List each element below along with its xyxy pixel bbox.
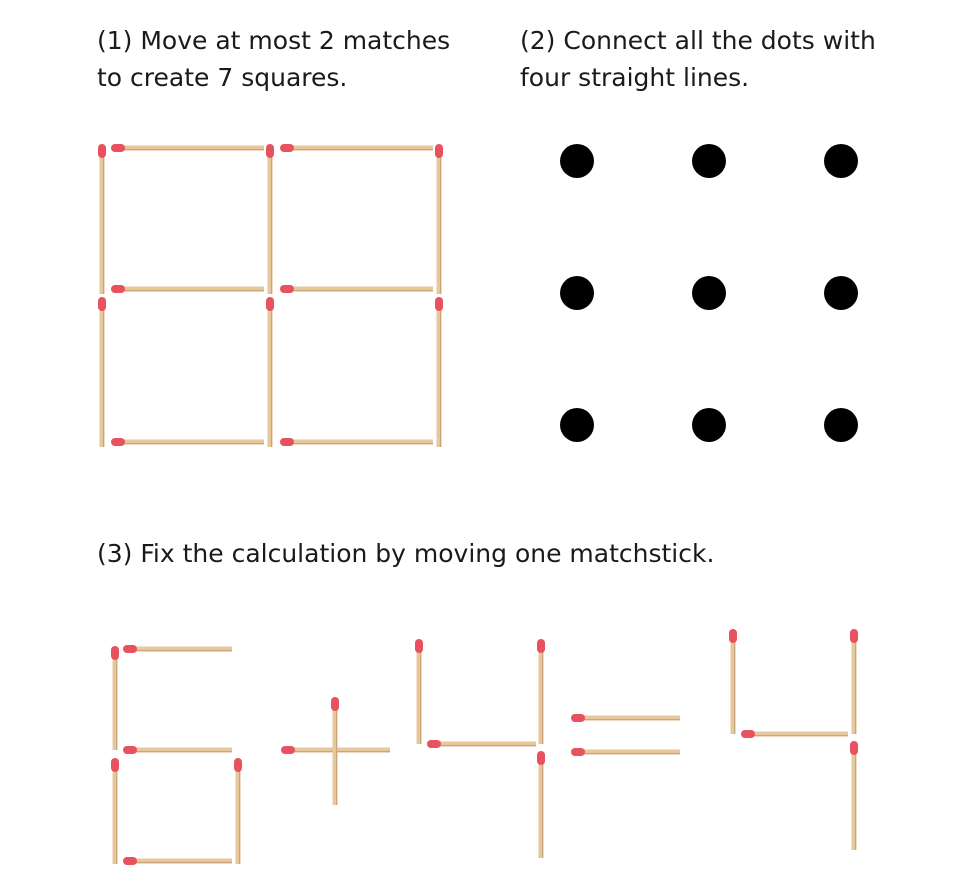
- matchstick-v-4: [98, 297, 106, 447]
- matchstick-equation: [111, 629, 858, 865]
- four-a-middle-stick: [427, 740, 536, 748]
- puzzle-3-line-1: (3) Fix the calculation by moving one ma…: [97, 539, 715, 568]
- six-top-stick: [123, 645, 232, 653]
- six-lower-right-stick: [234, 758, 242, 864]
- matchstick-h-1: [111, 144, 264, 152]
- four-b-left-stick: [729, 629, 737, 734]
- matchstick-v-3: [435, 144, 443, 294]
- dot-r2-c1: [560, 276, 594, 310]
- puzzle-3-instruction: (3) Fix the calculation by moving one ma…: [97, 535, 714, 572]
- matchstick-v-6: [435, 297, 443, 447]
- dot-r1-c1: [560, 144, 594, 178]
- dot-r1-c3: [824, 144, 858, 178]
- puzzle-1-line-1: (1) Move at most 2 matches: [97, 26, 451, 55]
- dot-r3-c1: [560, 408, 594, 442]
- equals-bottom-stick: [571, 748, 680, 756]
- plus-vertical-stick: [331, 697, 339, 805]
- four-a-left-stick: [415, 639, 423, 744]
- matchstick-v-5: [266, 297, 274, 447]
- puzzle-1-instruction: (1) Move at most 2 matches to create 7 s…: [97, 22, 450, 96]
- six-lower-left-stick: [111, 758, 119, 864]
- dot-r1-c2: [692, 144, 726, 178]
- matchstick-h-5: [111, 438, 264, 446]
- four-b-middle-stick: [741, 730, 848, 738]
- matchstick-h-6: [280, 438, 433, 446]
- puzzle-2-line-2: four straight lines.: [520, 63, 750, 92]
- four-b-upper-right-stick: [850, 629, 858, 734]
- matchstick-v-2: [266, 144, 274, 294]
- four-a-lower-right-stick: [537, 751, 545, 858]
- matchstick-h-3: [111, 285, 264, 293]
- matchstick-square-grid: [98, 144, 443, 447]
- puzzle-1-line-2: to create 7 squares.: [97, 63, 348, 92]
- equals-top-stick: [571, 714, 680, 722]
- matchstick-v-1: [98, 144, 106, 294]
- dot-r3-c3: [824, 408, 858, 442]
- six-middle-stick: [123, 746, 232, 754]
- matchstick-h-2: [280, 144, 433, 152]
- nine-dot-grid: [560, 144, 858, 442]
- four-a-upper-right-stick: [537, 639, 545, 744]
- six-bottom-stick: [123, 857, 232, 865]
- dot-r2-c2: [692, 276, 726, 310]
- matchstick-h-4: [280, 285, 433, 293]
- dot-r3-c2: [692, 408, 726, 442]
- six-upper-left-stick: [111, 646, 119, 750]
- dot-r2-c3: [824, 276, 858, 310]
- four-b-lower-right-stick: [850, 741, 858, 850]
- puzzle-2-instruction: (2) Connect all the dots with four strai…: [520, 22, 876, 96]
- puzzle-2-line-1: (2) Connect all the dots with: [520, 26, 876, 55]
